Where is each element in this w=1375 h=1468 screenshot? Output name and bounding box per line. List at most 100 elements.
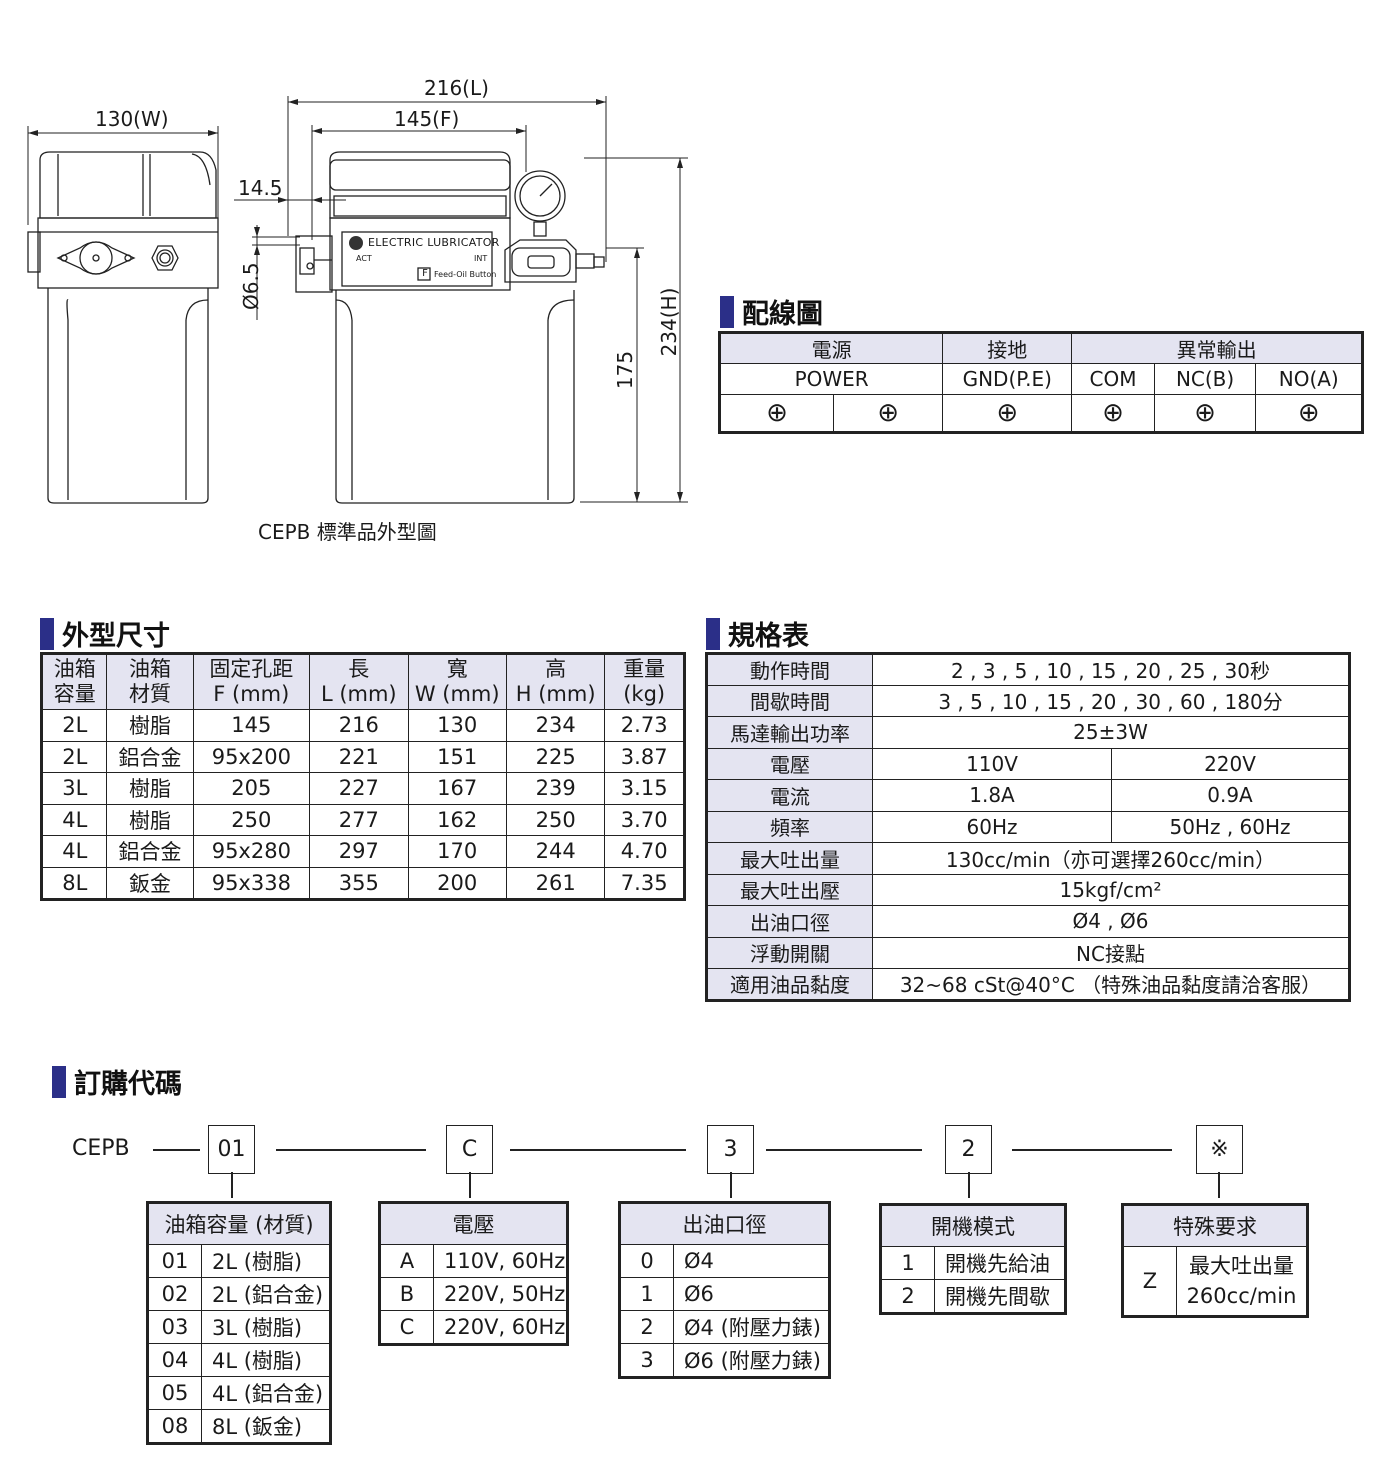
dim-cell: 樹脂 <box>106 709 194 742</box>
spec-label: 馬達輸出功率 <box>706 716 873 749</box>
dim-cell: 3.87 <box>604 740 685 773</box>
dim-cell: 樹脂 <box>106 803 194 836</box>
wiring-table: 電源 接地 異常輸出 POWER GND(P.E) COM NC(B) NO(A… <box>718 331 1364 434</box>
outlet-table-title: 出油口徑 <box>619 1202 830 1245</box>
option-desc: 220V, 50Hz <box>433 1277 568 1311</box>
dim-cell: 7.35 <box>604 866 685 900</box>
wiring-label-nc: NC(B) <box>1153 363 1257 395</box>
capacity-table-title: 油箱容量 (材質) <box>147 1202 331 1245</box>
connector-line <box>766 1149 922 1151</box>
dim-cell: 95x280 <box>192 835 311 868</box>
dim-cell: 4L <box>40 835 108 868</box>
dim-cell: 355 <box>309 866 409 900</box>
dim-cell: 2L <box>40 740 108 773</box>
spec-label: 間歇時間 <box>706 684 873 717</box>
terminal-icon: ⊕ <box>942 394 1073 433</box>
dim-cell: 2.73 <box>604 709 685 742</box>
spec-value: Ø4 , Ø6 <box>872 905 1350 938</box>
spec-value-110v: 110V <box>872 747 1112 780</box>
wiring-section-title: 配線圖 <box>720 292 823 331</box>
dim-cell: 鋁合金 <box>106 835 194 868</box>
option-code: 05 <box>147 1376 202 1410</box>
connector-line <box>1218 1172 1220 1198</box>
dim-cell: 95x338 <box>192 866 311 900</box>
dim-cell: 261 <box>505 866 606 900</box>
connector-line <box>968 1172 970 1198</box>
spec-value-220v: 0.9A <box>1111 779 1350 812</box>
option-code: 02 <box>147 1277 202 1311</box>
connector-line <box>1012 1149 1172 1151</box>
option-desc: 220V, 60Hz <box>433 1310 568 1345</box>
option-code: 04 <box>147 1343 202 1377</box>
dim-cell: 樹脂 <box>106 772 194 805</box>
connector-line <box>469 1172 471 1198</box>
terminal-icon: ⊕ <box>833 394 944 433</box>
option-desc: 4L (樹脂) <box>201 1343 331 1377</box>
connector-line <box>510 1149 686 1151</box>
dim-cell: 鋁合金 <box>106 740 194 773</box>
dim-cell: 130 <box>407 709 507 742</box>
order-prefix: CEPB <box>72 1136 130 1161</box>
option-code: 2 <box>880 1279 935 1314</box>
spec-value: 130cc/min（亦可選擇260cc/min） <box>872 842 1350 875</box>
dim-cell: 227 <box>309 772 409 805</box>
dim-cell: 244 <box>505 835 606 868</box>
section-marker <box>706 617 720 650</box>
option-desc: 2L (樹脂) <box>201 1244 331 1278</box>
outline-drawing <box>27 96 688 504</box>
section-marker <box>720 295 734 328</box>
option-desc: Ø4 (附壓力錶) <box>673 1310 830 1344</box>
dim-col-header-line: L (mm) <box>320 682 397 706</box>
spec-label: 電壓 <box>706 747 873 780</box>
section-marker <box>52 1065 66 1098</box>
connector-line <box>153 1149 200 1151</box>
code-box-special: ※ <box>1196 1125 1243 1174</box>
code-box-outlet: 3 <box>707 1125 754 1174</box>
option-desc: 開機先給油 <box>934 1246 1066 1280</box>
spec-label: 適用油品黏度 <box>706 968 873 1001</box>
dim-cell: 151 <box>407 740 507 773</box>
special-table-title: 特殊要求 <box>1122 1204 1308 1247</box>
spec-value: 2 , 3 , 5 , 10 , 15 , 20 , 25 , 30秒 <box>872 653 1350 686</box>
special-code: Z <box>1122 1246 1177 1317</box>
option-code: 01 <box>147 1244 202 1278</box>
drawing-caption: CEPB 標準品外型圖 <box>258 520 437 544</box>
spec-label: 出油口徑 <box>706 905 873 938</box>
option-desc: 8L (鈑金) <box>201 1409 331 1444</box>
dim-col-header-line: W (mm) <box>414 682 500 706</box>
spec-value: 3 , 5 , 10 , 15 , 20 , 30 , 60 , 180分 <box>872 684 1350 717</box>
terminal-icon: ⊕ <box>1153 394 1257 433</box>
wiring-label-power: POWER <box>718 363 944 395</box>
dim-width-label: 130(W) <box>95 107 169 131</box>
dim-col-header: 油箱容量 <box>40 653 108 710</box>
dim-col-header-line: 固定孔距 <box>209 657 294 681</box>
connector-line <box>231 1172 233 1198</box>
dim-cell: 162 <box>407 803 507 836</box>
terminal-icon: ⊕ <box>1071 394 1155 433</box>
dim-hole-label: Ø6.5 <box>239 262 263 310</box>
spec-value: 15kgf/cm² <box>872 873 1350 906</box>
spec-value-110v: 1.8A <box>872 779 1112 812</box>
panel-brand-logo <box>349 236 363 250</box>
order-section-title: 訂購代碼 <box>52 1062 182 1101</box>
dim-cell: 95x200 <box>192 740 311 773</box>
dim-cell: 3.70 <box>604 803 685 836</box>
